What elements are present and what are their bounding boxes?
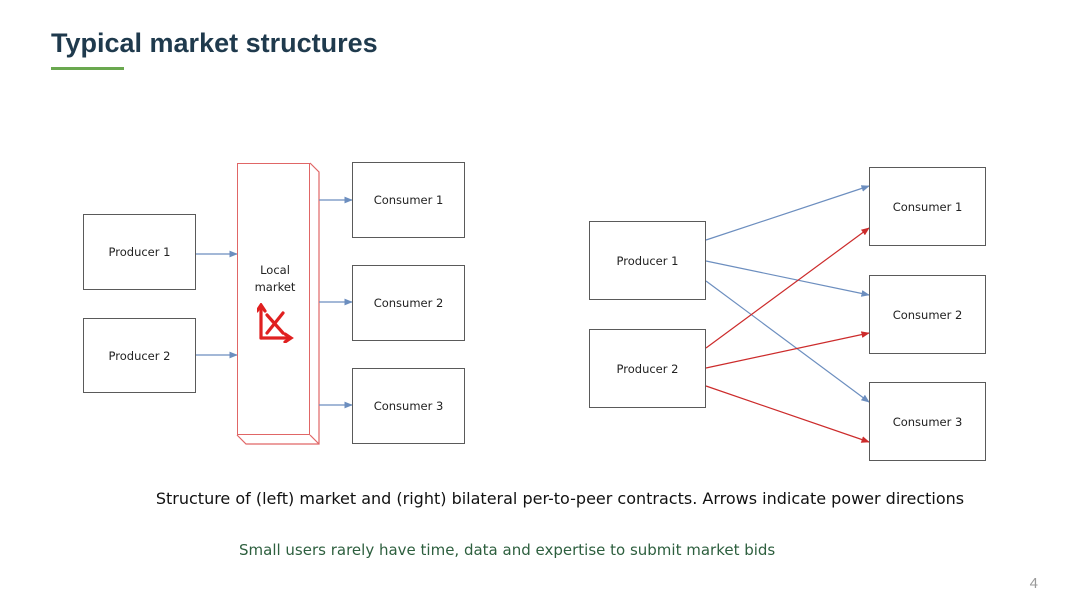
right-arrows-producer2 (705, 227, 870, 443)
left-consumer-2-label: Consumer 2 (373, 296, 444, 310)
left-consumer-2: Consumer 2 (352, 265, 465, 341)
right-consumer-3-label: Consumer 3 (892, 414, 963, 429)
right-producer-1-label: Producer 1 (616, 253, 679, 268)
arrow-rp1-to-rc3 (705, 280, 870, 403)
arrow-rp2-to-rc2 (705, 331, 870, 369)
slide-title: Typical market structures (51, 28, 378, 58)
market-label-line1: Local (260, 263, 290, 277)
left-consumer-1-label: Consumer 1 (373, 193, 444, 207)
right-producer-2-label: Producer 2 (616, 361, 679, 376)
left-producer-2: Producer 2 (83, 318, 196, 393)
right-producer-2: Producer 2 (589, 329, 706, 408)
arrow-rp2-to-rc1 (705, 227, 870, 349)
left-arrows (196, 196, 353, 409)
left-consumer-3-label: Consumer 3 (373, 399, 444, 413)
title-underline (51, 67, 124, 70)
left-consumer-1: Consumer 1 (352, 162, 465, 238)
right-arrows-producer1 (705, 185, 870, 403)
local-market-box (237, 163, 310, 435)
market-label-line2: market (254, 280, 296, 294)
arrow-rp1-to-rc1 (705, 185, 870, 241)
right-producer-1: Producer 1 (589, 221, 706, 300)
arrow-rp1-to-rc2 (705, 260, 870, 297)
left-consumer-3: Consumer 3 (352, 368, 465, 444)
figure-caption: Structure of (left) market and (right) b… (155, 489, 965, 508)
page-number: 4 (1029, 575, 1038, 592)
left-producer-2-label: Producer 2 (108, 348, 171, 363)
left-producer-1: Producer 1 (83, 214, 196, 290)
supply-demand-chart-icon (257, 303, 294, 343)
left-producer-1-label: Producer 1 (108, 245, 171, 259)
right-consumer-2: Consumer 2 (869, 275, 986, 354)
right-consumer-3: Consumer 3 (869, 382, 986, 461)
local-market-label: Local market (239, 262, 311, 296)
market-depth (236, 162, 320, 445)
right-consumer-1: Consumer 1 (869, 167, 986, 246)
arrow-rp2-to-rc3 (705, 385, 870, 443)
right-consumer-2-label: Consumer 2 (892, 307, 963, 322)
right-consumer-1-label: Consumer 1 (892, 199, 963, 214)
slide-note: Small users rarely have time, data and e… (239, 541, 776, 559)
